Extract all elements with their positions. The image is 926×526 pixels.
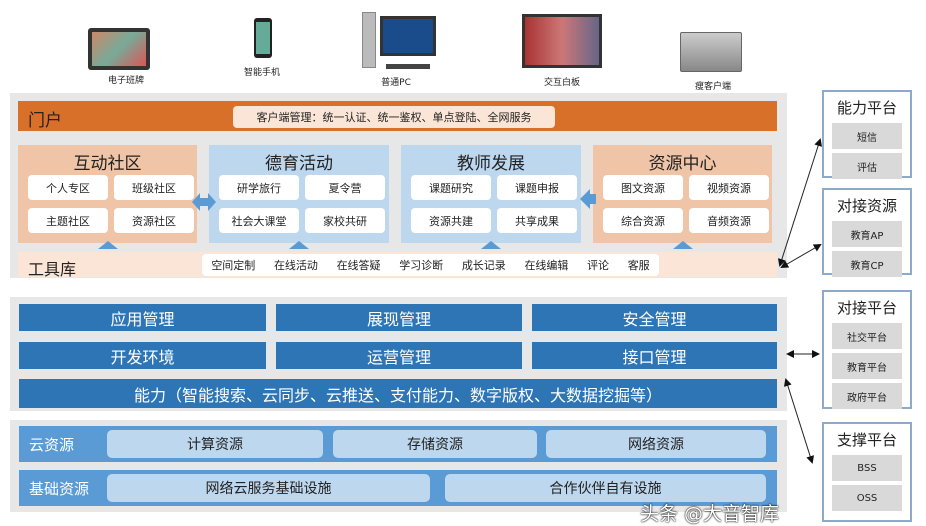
module-item[interactable]: 课题研究 (411, 175, 491, 200)
portal-bar: 门户 客户端管理：统一认证、统一鉴权、单点登陆、全网服务 (18, 101, 777, 131)
device-label: 普通PC (381, 78, 411, 88)
panel-title: 对接资源 (836, 197, 897, 215)
desktop-pc-icon (362, 12, 438, 70)
mgmt-item[interactable]: 展现管理 (276, 304, 522, 331)
device-label: 智能手机 (243, 68, 281, 78)
module-item[interactable]: 综合资源 (603, 208, 683, 233)
tablet-icon (92, 32, 146, 66)
smartphone-icon (254, 18, 272, 58)
row-title: 基础资源 (29, 480, 90, 498)
panel-item[interactable]: 教育平台 (832, 353, 902, 379)
toolbox-items: 空间定制 在线活动 在线答疑 学习诊断 成长记录 在线编辑 评论 客服 (202, 254, 659, 276)
device-label: 交互白板 (543, 78, 581, 88)
module-item[interactable]: 夏令营 (305, 175, 385, 200)
mgmt-item[interactable]: 安全管理 (532, 304, 777, 331)
panel-title: 支撑平台 (836, 431, 897, 449)
portal-desc: 客户端管理：统一认证、统一鉴权、单点登陆、全网服务 (233, 106, 555, 128)
cloud-resource-row: 云资源 计算资源 存储资源 网络资源 (19, 426, 777, 462)
module-title: 资源中心 (648, 154, 717, 174)
docking-platform: 对接平台 社交平台 教育平台 政府平台 (822, 290, 912, 409)
capability-platform: 能力平台 短信 评估 (822, 90, 912, 179)
panel-item[interactable]: 社交平台 (832, 323, 902, 349)
docking-resources: 对接资源 教育AP 教育CP (822, 188, 912, 277)
base-resource-row: 基础资源 网络云服务基础设施 合作伙伴自有设施 (19, 470, 777, 506)
module-item[interactable]: 音频资源 (689, 208, 769, 233)
panel-item[interactable]: 教育CP (832, 251, 902, 277)
arrow-up-icon (481, 241, 501, 249)
module-item[interactable]: 视频资源 (689, 175, 769, 200)
watermark: 头条 @大音智库 (640, 503, 780, 525)
panel-item[interactable]: 短信 (832, 123, 902, 149)
capability-bar[interactable]: 能力（智能搜索、云同步、云推送、支付能力、数字版权、大数据挖掘等） (19, 379, 777, 408)
module-item[interactable]: 班级社区 (114, 175, 194, 200)
device-label: 瘦客户端 (694, 82, 732, 92)
tool-item[interactable]: 空间定制 (211, 259, 256, 272)
thin-client-icon (680, 32, 742, 72)
device-label: 电子班牌 (107, 76, 145, 86)
panel-title: 对接平台 (836, 299, 897, 317)
module-teacher-development: 教师发展 课题研究 课题申报 资源共建 共享成果 (401, 145, 581, 243)
resource-item[interactable]: 存储资源 (333, 430, 537, 458)
support-platform: 支撑平台 BSS OSS (822, 422, 912, 522)
tool-item[interactable]: 在线活动 (273, 259, 318, 272)
module-interactive-community: 互动社区 个人专区 班级社区 主题社区 资源社区 (18, 145, 197, 243)
module-title: 德育活动 (265, 154, 333, 174)
tool-item[interactable]: 学习诊断 (399, 259, 444, 272)
double-arrow-icon (192, 193, 216, 211)
module-item[interactable]: 主题社区 (28, 208, 108, 233)
panel-item[interactable]: 评估 (832, 153, 902, 179)
tool-item[interactable]: 评论 (587, 259, 610, 272)
module-item[interactable]: 家校共研 (305, 208, 385, 233)
panel-item[interactable]: 政府平台 (832, 383, 902, 409)
panel-item[interactable]: BSS (832, 455, 902, 481)
tool-item[interactable]: 客服 (627, 259, 650, 272)
arrow-up-icon (98, 241, 118, 249)
module-item[interactable]: 资源共建 (411, 208, 491, 233)
resource-item[interactable]: 网络资源 (546, 430, 766, 458)
arrow-up-icon (289, 241, 309, 249)
arrow-left-icon (580, 189, 596, 209)
module-item[interactable]: 个人专区 (28, 175, 108, 200)
mgmt-item[interactable]: 接口管理 (532, 342, 777, 369)
module-moral-education: 德育活动 研学旅行 夏令营 社会大课堂 家校共研 (209, 145, 389, 243)
mgmt-item[interactable]: 运营管理 (276, 342, 522, 369)
module-item[interactable]: 课题申报 (497, 175, 577, 200)
resource-item[interactable]: 合作伙伴自有设施 (445, 474, 766, 502)
module-item[interactable]: 图文资源 (603, 175, 683, 200)
module-item[interactable]: 研学旅行 (219, 175, 299, 200)
module-item[interactable]: 社会大课堂 (219, 208, 299, 233)
module-title: 教师发展 (457, 154, 525, 174)
tool-item[interactable]: 在线编辑 (524, 259, 569, 272)
panel-title: 能力平台 (836, 99, 897, 117)
panel-item[interactable]: OSS (832, 485, 902, 511)
device-tablet (88, 28, 150, 70)
module-item[interactable]: 资源社区 (114, 208, 194, 233)
toolbox-bar: 工具库 空间定制 在线活动 在线答疑 学习诊断 成长记录 在线编辑 评论 客服 (18, 252, 777, 279)
connector-arrows (778, 138, 822, 464)
toolbox-title: 工具库 (28, 260, 77, 279)
row-title: 云资源 (29, 436, 75, 454)
arrow-up-icon (673, 241, 693, 249)
portal-title: 门户 (28, 111, 62, 131)
panel-item[interactable]: 教育AP (832, 221, 902, 247)
mgmt-item[interactable]: 开发环境 (19, 342, 266, 369)
resource-item[interactable]: 网络云服务基础设施 (107, 474, 430, 502)
whiteboard-icon (522, 14, 602, 68)
tool-item[interactable]: 成长记录 (461, 259, 506, 272)
mgmt-item[interactable]: 应用管理 (19, 304, 266, 331)
module-title: 互动社区 (73, 154, 142, 174)
resource-item[interactable]: 计算资源 (107, 430, 323, 458)
tool-item[interactable]: 在线答疑 (336, 259, 381, 272)
module-resource-center: 资源中心 图文资源 视频资源 综合资源 音频资源 (593, 145, 772, 243)
module-item[interactable]: 共享成果 (497, 208, 577, 233)
